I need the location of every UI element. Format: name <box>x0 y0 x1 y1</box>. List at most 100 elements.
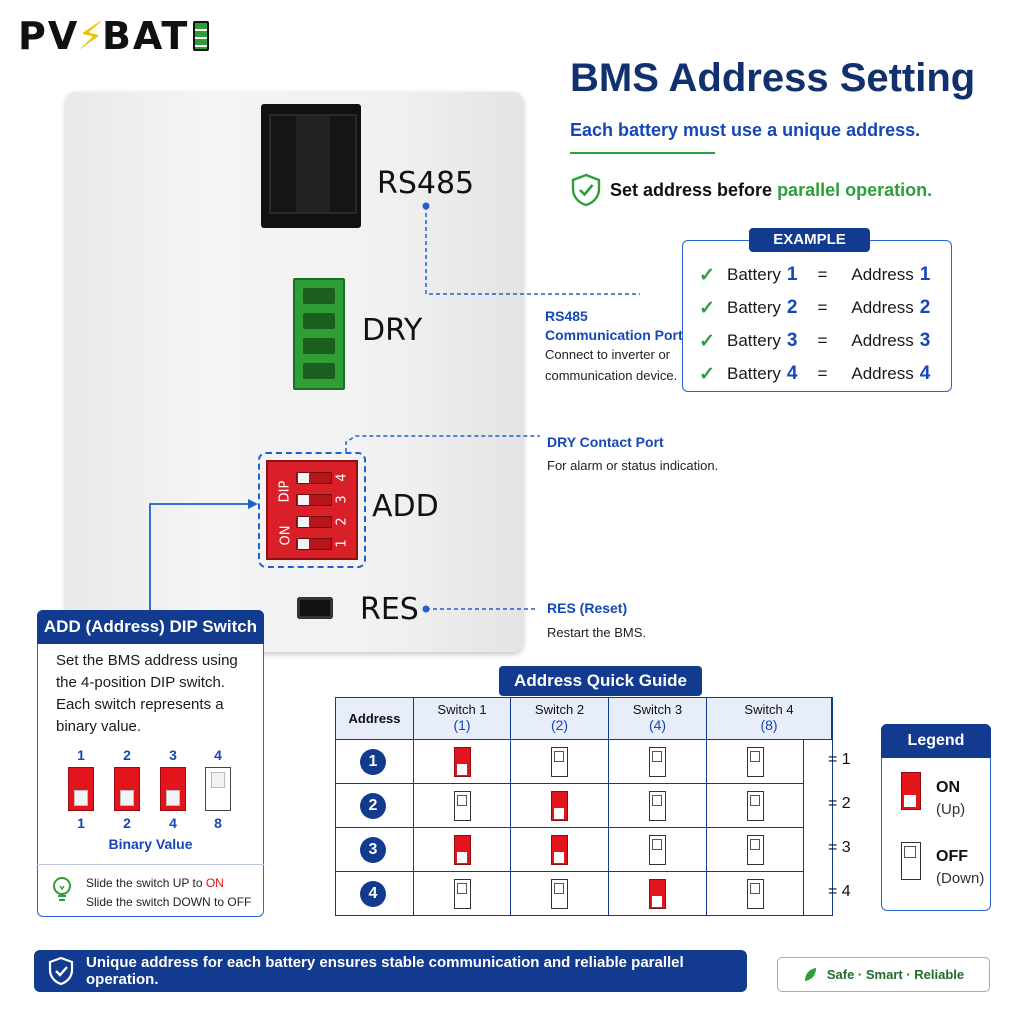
switch-off <box>454 879 471 909</box>
reset-button[interactable] <box>297 597 333 619</box>
switch-cell <box>414 872 511 916</box>
dip-slot-1 <box>296 538 332 550</box>
notice-prefix: Set address before <box>610 180 778 200</box>
legend-title: Legend <box>881 724 991 758</box>
dip-switch[interactable]: DIP ON 4 3 2 1 <box>266 460 358 560</box>
address-number: 2 <box>919 297 931 318</box>
switch-number: 1 <box>77 747 85 763</box>
equals-sign: = <box>817 298 828 317</box>
header-label: Switch 2 <box>534 702 585 717</box>
address-badge: 1 <box>360 749 386 775</box>
rs485-callout-text: Connect to inverter or communication dev… <box>545 344 677 386</box>
battery-number: 3 <box>786 330 798 351</box>
res-callout-title: RES (Reset) <box>547 600 628 616</box>
table-header: Address <box>336 698 414 740</box>
binary-value: 1 <box>77 815 85 831</box>
battery-word: Battery <box>727 265 781 284</box>
address-badge: 3 <box>360 837 386 863</box>
switch-number: 4 <box>214 747 222 763</box>
switch-cell <box>609 784 707 828</box>
logo-text-right: BAT <box>101 14 190 58</box>
tip-line1-prefix: Slide the switch UP to <box>86 876 206 890</box>
address-cell: 2 <box>336 784 414 828</box>
rs485-callout-text-1: Connect to inverter or <box>545 347 671 362</box>
equals-value: = 3 <box>828 839 851 856</box>
dry-callout-title: DRY Contact Port <box>547 434 664 450</box>
legend-off-switch <box>901 842 921 880</box>
switch-on <box>454 747 471 777</box>
dip-slot-2 <box>296 516 332 528</box>
switch-cell <box>511 828 609 872</box>
shield-check-icon <box>571 173 601 207</box>
res-callout-text: Restart the BMS. <box>547 625 646 640</box>
battery-number: 4 <box>786 363 798 384</box>
tip-on-word: ON <box>205 876 224 890</box>
switch-off <box>747 747 764 777</box>
equals-value: = 4 <box>828 883 851 900</box>
switch-cell <box>707 740 804 784</box>
switch-on <box>454 835 471 865</box>
battery-word: Battery <box>727 298 781 317</box>
notice-highlight: parallel operation. <box>777 180 933 200</box>
equals-sign: = <box>817 265 828 284</box>
header-label: Switch 4 <box>744 702 794 717</box>
dip-slot-3 <box>296 494 332 506</box>
tip-line2: Slide the switch DOWN to OFF <box>86 895 252 909</box>
equals-sign: = <box>817 364 828 383</box>
footer-banner-text: Unique address for each battery ensures … <box>86 954 684 988</box>
dip-slot-4 <box>296 472 332 484</box>
dry-label: DRY <box>362 313 423 348</box>
address-word: Address <box>851 298 914 317</box>
leaf-icon <box>804 967 816 981</box>
switch-off <box>551 879 568 909</box>
address-word: Address <box>851 364 914 383</box>
header-label: Switch 3 <box>632 702 683 717</box>
address-word: Address <box>851 331 914 350</box>
switch-number: 3 <box>169 747 177 763</box>
header-value: (2) <box>550 717 569 733</box>
binary-value-label: Binary Value <box>108 836 193 852</box>
battery-word: Battery <box>727 364 781 383</box>
header-label: Address <box>348 711 401 726</box>
switch-cell <box>707 784 804 828</box>
quick-guide-title: Address Quick Guide <box>499 666 702 696</box>
switch-off <box>649 791 666 821</box>
binary-value: 8 <box>214 815 222 831</box>
header-value: (8) <box>760 717 778 733</box>
add-info-box <box>37 610 264 917</box>
legend-off-sub: (Down) <box>936 870 985 887</box>
switch-off <box>551 747 568 777</box>
switch-number: 2 <box>123 747 131 763</box>
legend-on-switch <box>901 772 921 810</box>
legend-off-label: OFF <box>936 848 968 865</box>
page-title: BMS Address Setting <box>570 56 976 100</box>
binary-switch <box>160 767 186 811</box>
binary-switch <box>114 767 140 811</box>
equals-value: = 2 <box>828 795 851 812</box>
switch-cell <box>511 784 609 828</box>
switch-on <box>551 791 568 821</box>
dip-highlight <box>258 452 366 568</box>
switch-cell <box>414 828 511 872</box>
switch-cell <box>414 740 511 784</box>
check-icon: ✓ <box>699 330 715 352</box>
switch-cell <box>707 828 804 872</box>
dry-contact-terminal <box>293 278 345 390</box>
switch-tip: Slide the switch UP to ON Slide the swit… <box>86 874 251 912</box>
switch-cell <box>609 828 707 872</box>
battery-number: 1 <box>786 264 798 285</box>
address-badge: 4 <box>360 881 386 907</box>
check-icon: ✓ <box>699 297 715 319</box>
rs485-callout-text-2: communication device. <box>545 368 678 383</box>
binary-switch <box>68 767 94 811</box>
bolt-icon: ⚡ <box>77 14 106 58</box>
footer-banner: Unique address for each battery ensures … <box>34 950 747 992</box>
legend-on-sub: (Up) <box>936 801 966 818</box>
